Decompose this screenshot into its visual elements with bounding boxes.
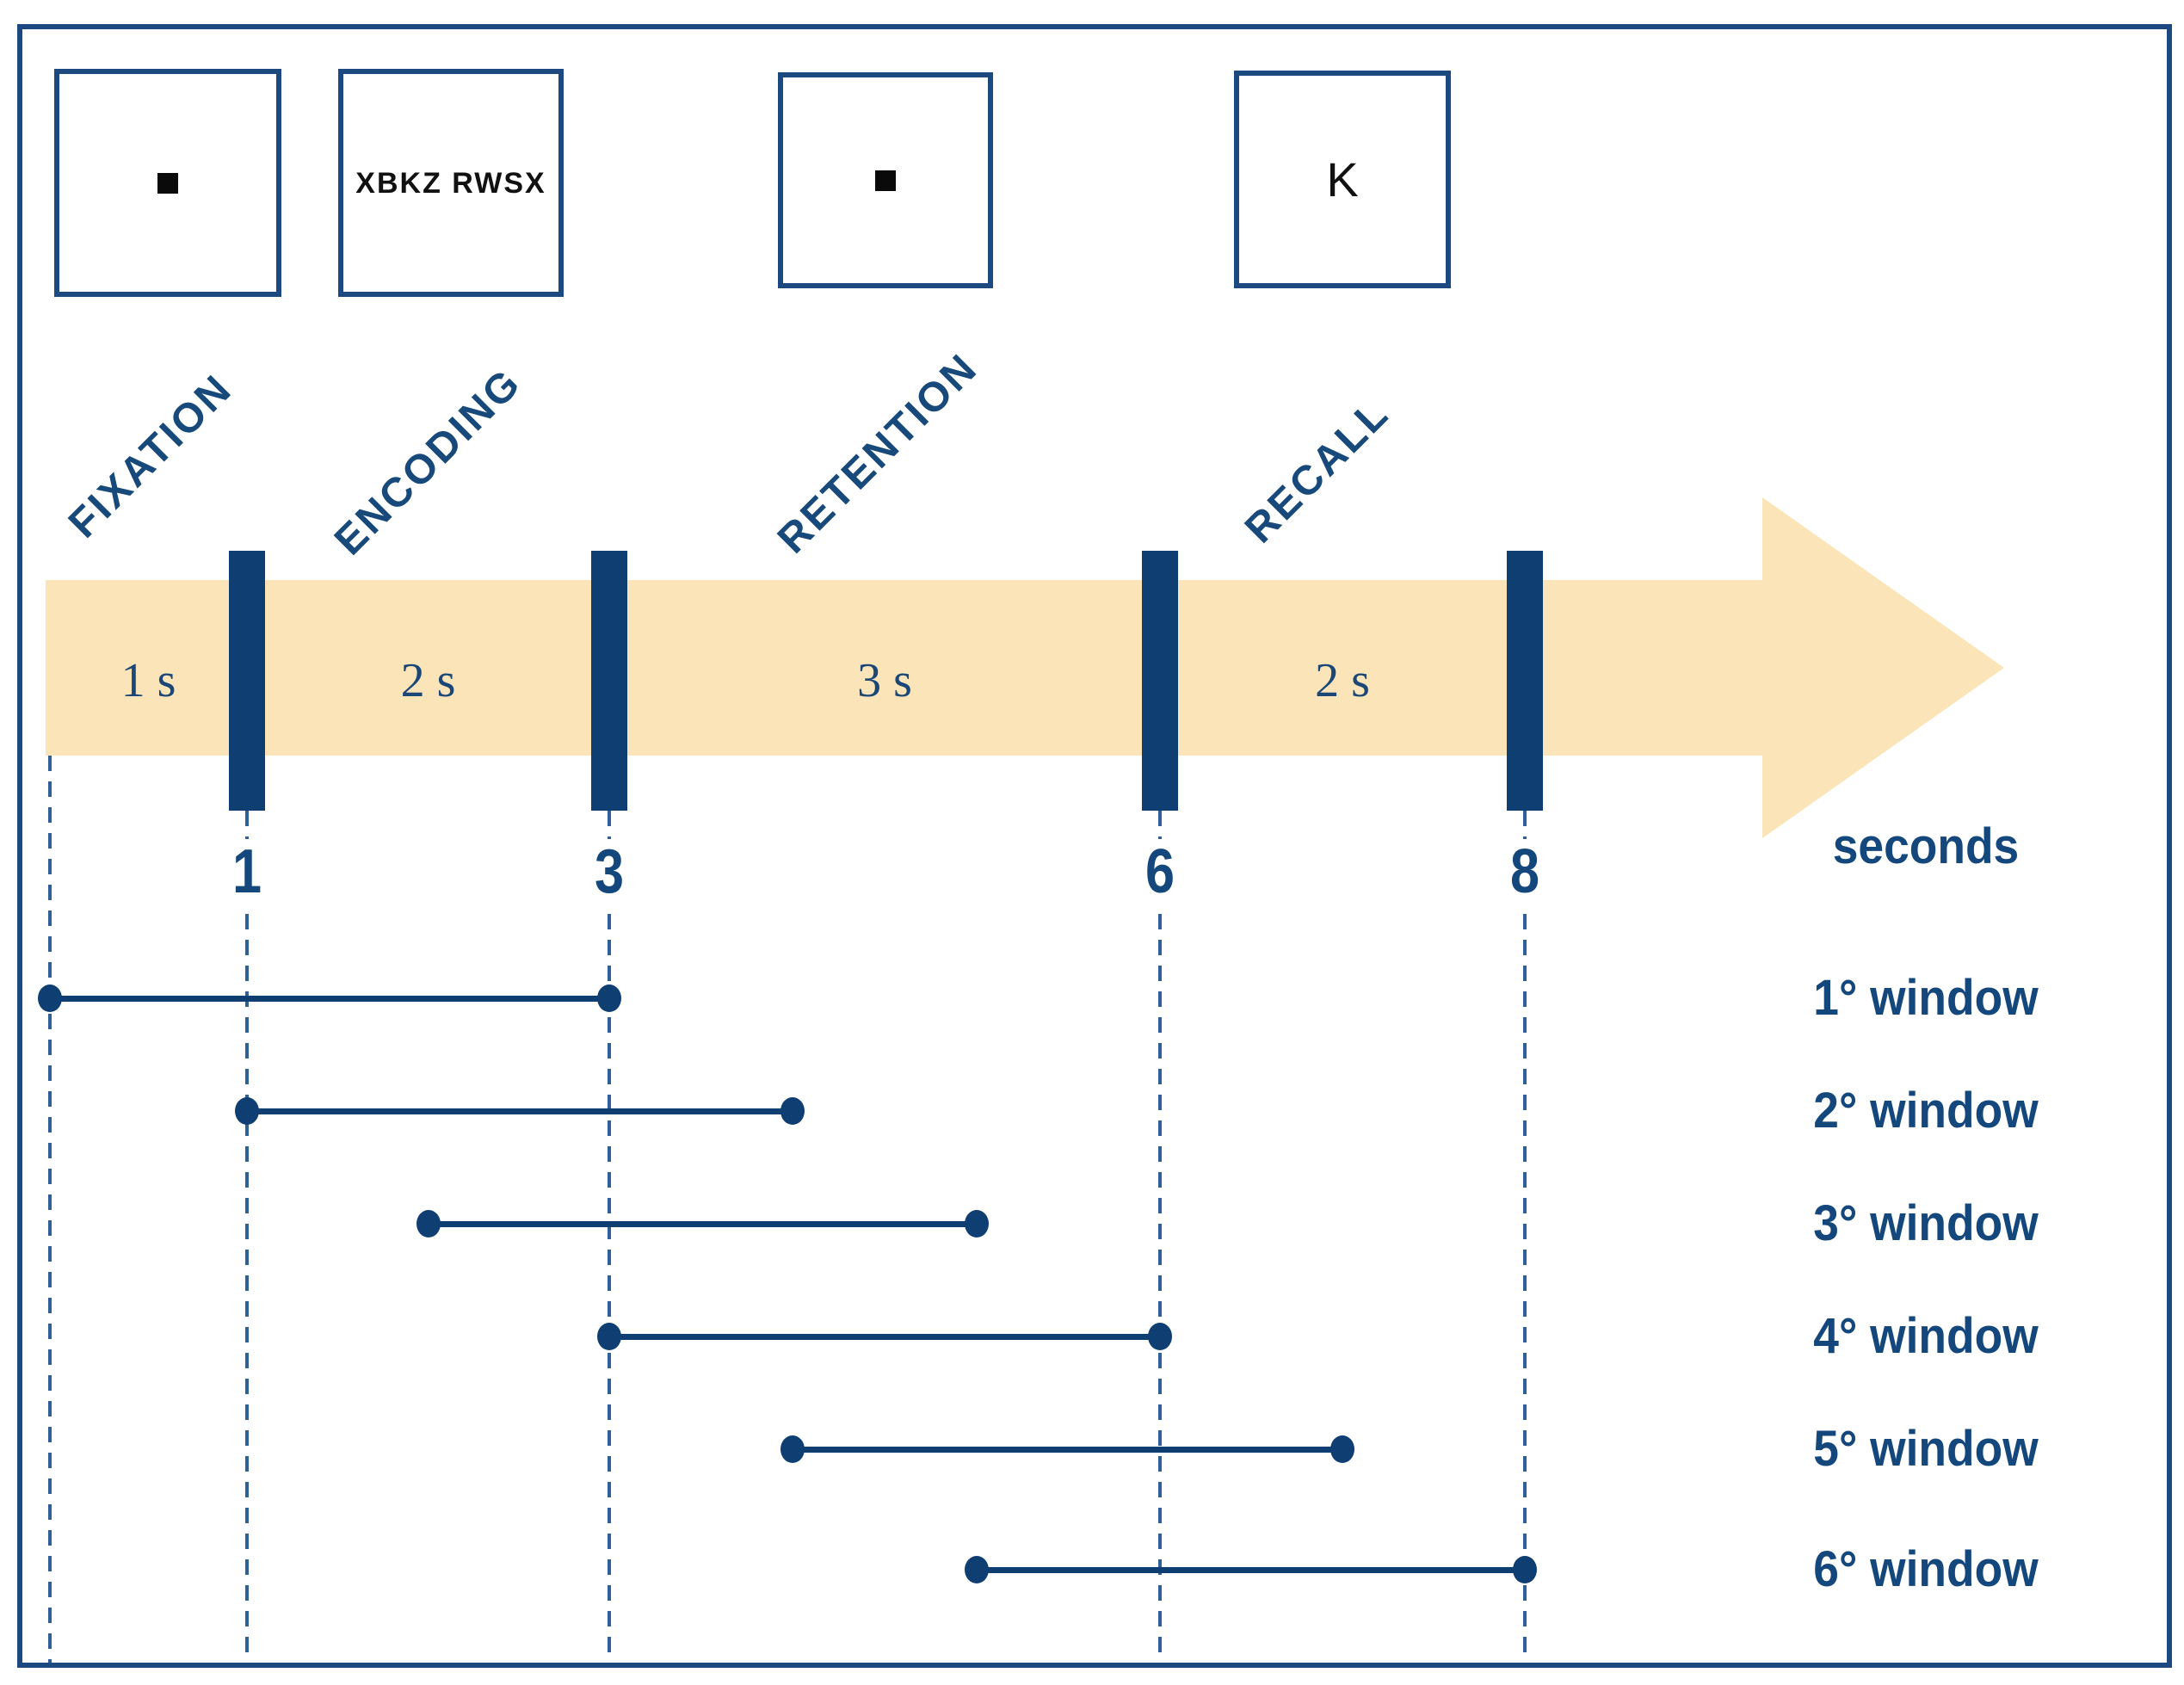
stimulus-box-fixation: [54, 69, 281, 297]
window-endpoint-dot: [780, 1435, 805, 1463]
time-boundary-bar-8: [1507, 551, 1543, 811]
window-endpoint-dot: [597, 1323, 621, 1350]
stimulus-text: K: [1326, 151, 1359, 207]
tick-label-6: 6: [1136, 839, 1184, 904]
phase-duration-label: 2 s: [1315, 654, 1370, 707]
time-dashline-0: [48, 756, 52, 1663]
time-dashline-1: [245, 811, 249, 1663]
timeline-arrow-head: [1762, 497, 2004, 838]
time-dashline-3: [608, 811, 611, 1663]
window-endpoint-dot: [1148, 1323, 1172, 1350]
phase-duration-label: 1 s: [120, 654, 176, 707]
time-dashline-8: [1523, 811, 1527, 1663]
window-endpoint-dot: [416, 1210, 441, 1238]
analysis-window-line: [428, 1220, 977, 1227]
window-endpoint-dot: [235, 1097, 259, 1125]
analysis-window-line: [976, 1566, 1525, 1573]
window-endpoint-dot: [1513, 1556, 1537, 1583]
phase-duration-label: 2 s: [400, 654, 456, 707]
analysis-window-line: [609, 1333, 1160, 1340]
analysis-window-line: [50, 995, 609, 1002]
window-label: 5° window: [1813, 1421, 2039, 1477]
fixation-square-icon: [875, 170, 896, 191]
timeline-arrow-band: [46, 580, 1762, 756]
window-label: 1° window: [1813, 970, 2039, 1026]
time-boundary-bar-6: [1142, 551, 1178, 811]
time-boundary-bar-3: [591, 551, 627, 811]
stimulus-box-retention: [778, 72, 993, 288]
tick-label-1: 1: [223, 839, 271, 904]
axis-unit-label: seconds: [1832, 818, 2020, 874]
tick-label-8: 8: [1501, 839, 1549, 904]
analysis-window-line: [793, 1446, 1342, 1453]
analysis-window-line: [247, 1108, 793, 1114]
stimulus-text: XBKZ RWSX: [355, 166, 546, 200]
window-label: 2° window: [1813, 1083, 2039, 1139]
window-endpoint-dot: [964, 1556, 989, 1583]
figure-border: [17, 24, 2172, 1668]
window-label: 4° window: [1813, 1308, 2039, 1364]
time-boundary-bar-1: [229, 551, 265, 811]
window-endpoint-dot: [1330, 1435, 1354, 1463]
fixation-square-icon: [157, 172, 178, 194]
window-endpoint-dot: [597, 984, 621, 1012]
window-endpoint-dot: [780, 1097, 805, 1125]
tick-label-3: 3: [585, 839, 633, 904]
stimulus-box-encoding: XBKZ RWSX: [338, 69, 564, 297]
window-label: 6° window: [1813, 1541, 2039, 1597]
window-endpoint-dot: [38, 984, 62, 1012]
window-label: 3° window: [1813, 1195, 2039, 1251]
stimulus-box-recall: K: [1234, 71, 1451, 288]
phase-duration-label: 3 s: [857, 654, 912, 707]
time-dashline-6: [1158, 811, 1162, 1663]
window-endpoint-dot: [964, 1210, 989, 1238]
